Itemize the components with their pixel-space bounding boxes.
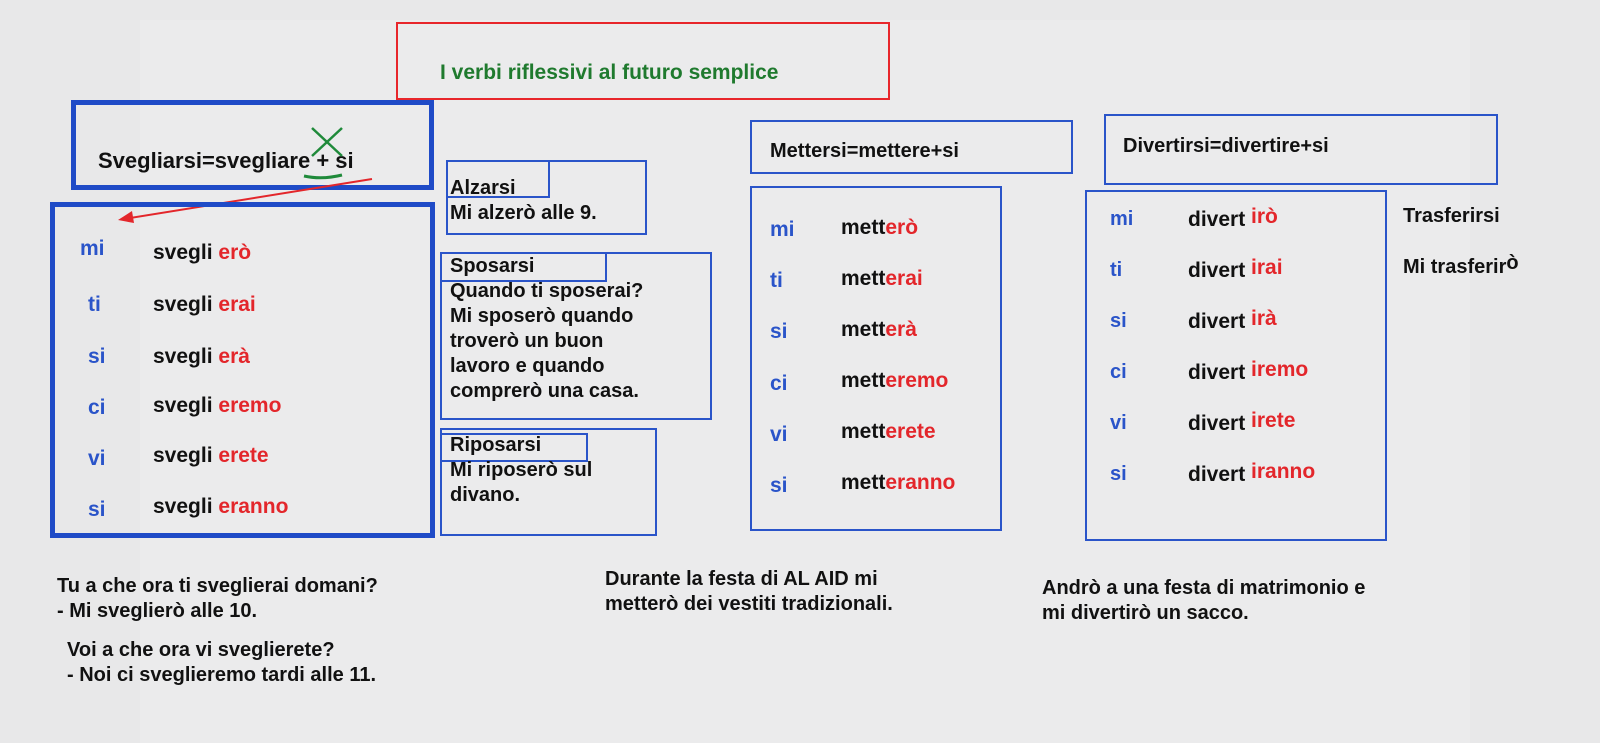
conjugation-form: divert irà — [1188, 307, 1277, 333]
pronoun: si — [770, 320, 788, 343]
conjugation-form: divert irai — [1188, 256, 1283, 282]
riposarsi-heading-box — [440, 433, 588, 462]
example-line: - Noi ci sveglieremo tardi alle 11. — [67, 664, 377, 686]
riposarsi-heading: Riposarsi — [450, 434, 542, 456]
svegliarsi-conjugation-box — [50, 202, 435, 538]
marked-ending: are — [277, 148, 311, 173]
conjugation-form: divert iremo — [1188, 358, 1309, 384]
conjugation-form: metteremo — [841, 369, 949, 392]
conjugation-form: metteranno — [841, 471, 956, 494]
svegliarsi-examples: Tu a che ora ti sveglierai domani? - Mi … — [57, 574, 378, 624]
pronoun: ti — [1110, 259, 1123, 281]
sposarsi-line: troverò un buon — [450, 330, 604, 352]
example-line: mi divertirò un sacco. — [1042, 602, 1249, 624]
riposarsi-line: divano. — [450, 484, 521, 506]
svegliarsi-header-box — [71, 100, 434, 190]
svegliarsi-examples-plural: Voi a che ora vi sveglierete? - Noi ci s… — [67, 638, 376, 688]
riposarsi-line: Mi riposerò sul — [450, 459, 593, 481]
example-line: metterò dei vestiti tradizionali. — [605, 593, 893, 615]
pronoun: ti — [88, 293, 101, 316]
mettersi-infinitive: Mettersi=mettere+si — [770, 140, 959, 162]
page-title: I verbi riflessivi al futuro semplice — [440, 61, 779, 84]
divertirsi-header-box — [1104, 114, 1498, 185]
conjugation-form: svegli erà — [153, 345, 250, 368]
worksheet — [140, 20, 1470, 743]
pronoun: si — [1110, 310, 1127, 332]
sposarsi-line: Mi sposerò quando — [450, 305, 634, 327]
riposarsi-card: Riposarsi Mi riposerò sul divano. — [450, 433, 592, 508]
trasferirsi-heading: Trasferirsi — [1403, 205, 1500, 227]
pronoun: ci — [1110, 361, 1127, 383]
conjugation-form: metterai — [841, 267, 923, 290]
conjugation-form: svegli erete — [153, 444, 269, 467]
pronoun: mi — [80, 237, 105, 260]
example-line: Voi a che ora vi sveglierete? — [67, 639, 335, 661]
conjugation-form: metterò — [841, 216, 919, 239]
conjugation-form: divert iranno — [1188, 460, 1316, 486]
example-line: Durante la festa di AL AID mi — [605, 568, 878, 590]
svegliarsi-infinitive: Svegliarsi=svegliare + si — [98, 148, 354, 173]
sposarsi-heading-box — [440, 252, 607, 282]
conjugation-form: metterà — [841, 318, 917, 341]
pronoun: ci — [88, 396, 106, 419]
mettersi-header-box — [750, 120, 1073, 174]
divertirsi-conjugation-box — [1085, 190, 1387, 541]
example-line: - Mi sveglierò alle 10. — [57, 600, 258, 622]
pronoun: si — [770, 474, 788, 497]
conjugation-form: divert irete — [1188, 409, 1296, 435]
pronoun: vi — [88, 447, 106, 470]
pronoun: vi — [1110, 412, 1127, 434]
pronoun: mi — [1110, 208, 1134, 230]
divertirsi-examples: Andrò a una festa di matrimonio e mi div… — [1042, 576, 1365, 626]
alzarsi-card: Alzarsi Mi alzerò alle 9. — [450, 176, 597, 226]
title-box: I verbi riflessivi al futuro semplice — [396, 22, 890, 100]
trasferirsi-example: Mi trasferirò — [1403, 252, 1519, 278]
sposarsi-heading: Sposarsi — [450, 255, 535, 277]
mettersi-conjugation-box — [750, 186, 1002, 531]
sposarsi-line: Quando ti sposerai? — [450, 280, 644, 302]
conjugation-form: svegli erò — [153, 241, 252, 264]
example-line: Andrò a una festa di matrimonio e — [1042, 577, 1366, 599]
pronoun: ti — [770, 269, 783, 292]
conjugation-form: metterete — [841, 420, 936, 443]
conjugation-form: svegli eranno — [153, 495, 289, 518]
riposarsi-box — [440, 428, 657, 536]
sposarsi-line: comprerò una casa. — [450, 380, 639, 402]
alzarsi-heading: Alzarsi — [450, 177, 516, 199]
conjugation-form: svegli eremo — [153, 394, 282, 417]
pronoun: mi — [770, 218, 795, 241]
pronoun: si — [88, 498, 106, 521]
alzarsi-heading-box — [446, 160, 550, 198]
sposarsi-line: lavoro e quando — [450, 355, 605, 377]
alzarsi-line: Mi alzerò alle 9. — [450, 202, 597, 224]
pronoun: si — [88, 345, 106, 368]
pronoun: vi — [770, 423, 788, 446]
pronoun: si — [1110, 463, 1127, 485]
divertirsi-infinitive: Divertirsi=divertire+si — [1123, 135, 1329, 157]
example-line: Tu a che ora ti sveglierai domani? — [57, 575, 378, 597]
mettersi-examples: Durante la festa di AL AID mi metterò de… — [605, 567, 893, 617]
conjugation-form: divert irò — [1188, 205, 1278, 231]
pronoun: ci — [770, 372, 788, 395]
conjugation-form: svegli erai — [153, 293, 256, 316]
sposarsi-card: Sposarsi Quando ti sposerai? Mi sposerò … — [450, 254, 643, 404]
